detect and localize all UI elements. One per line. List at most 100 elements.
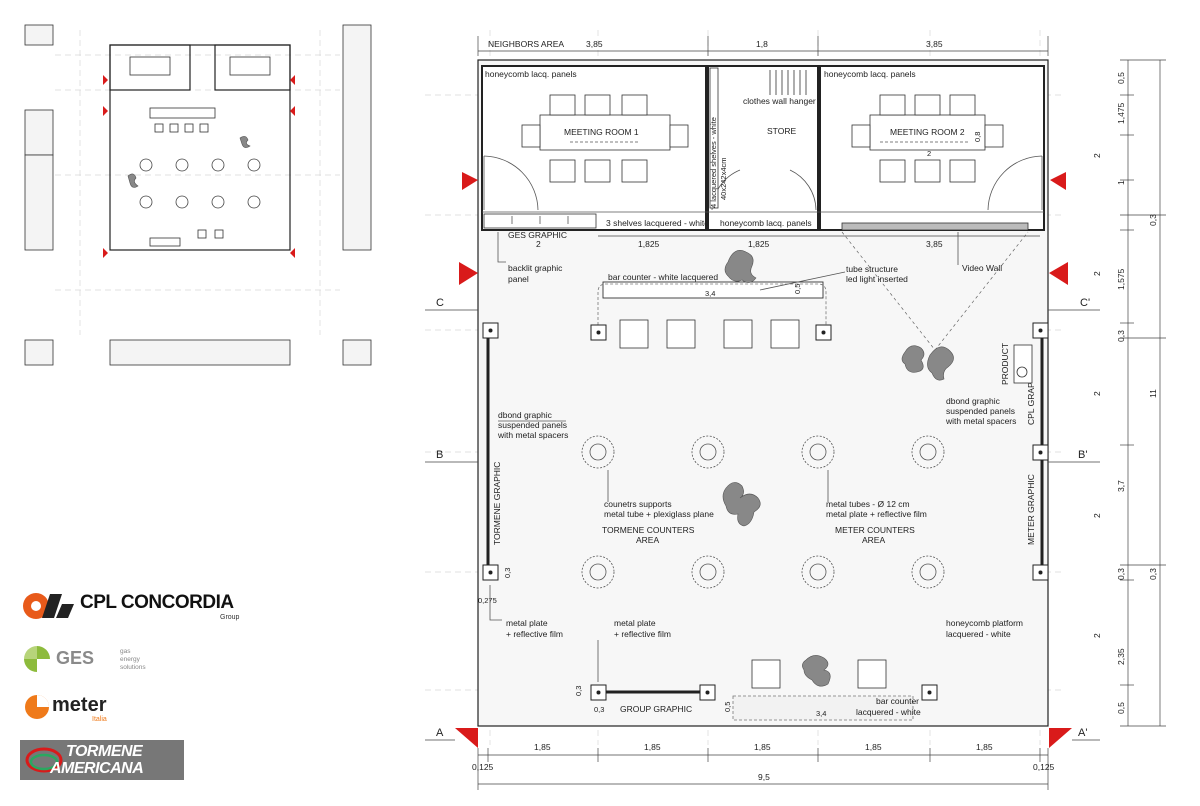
top-dim-right: 3,85 — [926, 39, 943, 49]
bottom-dim-3: 1,85 — [754, 742, 771, 752]
tormene-swirl-icon — [25, 747, 63, 773]
thumbnail-plan — [24, 24, 372, 366]
meter-graphic-label: METER GRAPHIC — [1026, 474, 1036, 545]
right-outer-dim-2: 11 — [1148, 389, 1158, 398]
sculpture-top — [724, 250, 757, 283]
right-dim-12: 2 — [1092, 633, 1102, 638]
post-dim-bottom-1: 0,3 — [594, 705, 604, 714]
row-dim-mid: 1,825 — [748, 239, 770, 249]
right-dim-8: 2 — [1092, 391, 1102, 396]
bar-counter-top-label: bar counter - white lacquered — [608, 272, 718, 282]
clothes-hanger-label: clothes wall hanger — [743, 96, 816, 106]
store-label: STORE — [767, 126, 796, 136]
right-dim-4: 1 — [1116, 180, 1126, 185]
neighbors-area-label: NEIGHBORS AREA — [488, 39, 564, 49]
tormene-graphic-label: TORMENE GRAPHIC — [492, 462, 502, 545]
right-dim-2: 1,475 — [1116, 102, 1126, 124]
bar-counter-bottom-1: bar counter — [876, 696, 919, 706]
bottom-dim-total: 9,5 — [758, 772, 770, 782]
honeycomb-platform-2: lacquered - white — [946, 629, 1011, 639]
counters-label-2: metal tube + plexiglass plane — [604, 509, 714, 519]
door-right — [987, 155, 1043, 211]
shelf-row: 3 shelves lacquered - white honeycomb la… — [483, 213, 1040, 249]
honeycomb-left-label: honeycomb lacq. panels — [485, 69, 577, 79]
bottom-area: GROUP GRAPHIC 0,3 0,3 3,4 0,5 bar counte… — [574, 655, 921, 721]
meter-logo-sub: Italia — [92, 716, 107, 723]
metal-tubes-label-1: metal tubes - Ø 12 cm — [826, 499, 910, 509]
sculpture-bottom — [802, 655, 831, 687]
metal-plate-mid-2: + reflective film — [614, 629, 671, 639]
counters — [581, 435, 945, 589]
post-dim: 0,3 — [503, 568, 512, 578]
bottom-dim-edge-left: 0,125 — [472, 762, 494, 772]
meeting-room-2-label: MEETING ROOM 2 — [890, 127, 965, 137]
bottom-dim-5: 1,85 — [976, 742, 993, 752]
ges-logo-text: GES — [56, 648, 95, 668]
section-a: A — [436, 727, 444, 739]
bottom-dimensions: 1,85 1,85 1,85 1,85 1,85 0,125 0,125 9,5 — [472, 742, 1055, 790]
meeting-room-1-label: MEETING ROOM 1 — [564, 127, 639, 137]
honeycomb-right-label: honeycomb lacq. panels — [824, 69, 916, 79]
product-display — [1013, 344, 1033, 384]
metal-plate-left-2: + reflective film — [506, 629, 563, 639]
dbond-left-2: suspended panels — [498, 420, 567, 430]
bar-counter-bottom-2: lacquered - white — [856, 707, 921, 717]
metal-tubes-label-2: metal plate + reflective film — [826, 509, 927, 519]
sculpture-right — [901, 345, 954, 381]
section-a-prime: A' — [1078, 727, 1087, 739]
dbond-left-1: dbond graphic — [498, 410, 553, 420]
cpl-concordia-logo: CPL CONCORDIA Group — [22, 588, 252, 624]
meter-logo: meter Italia — [22, 692, 142, 724]
meter-mark-icon — [25, 695, 49, 719]
meter-area-label-2: AREA — [862, 535, 885, 545]
tormene-logo-line2: AMERICANA — [50, 760, 144, 777]
stools-top — [619, 319, 800, 349]
dbond-right-2: suspended panels — [946, 406, 1015, 416]
three-shelves-label: 3 shelves lacquered - white — [606, 218, 709, 228]
post-offset-dim: 0,275 — [478, 596, 497, 605]
store-furniture: clothes wall hanger STORE 4 lacquered sh… — [709, 67, 816, 209]
metal-plate-mid-1: metal plate — [614, 618, 656, 628]
cpl-mark-icon — [23, 593, 74, 619]
group-graphic-label: GROUP GRAPHIC — [620, 704, 692, 714]
backlit-label-2: panel — [508, 274, 529, 284]
meter-area-label-1: METER COUNTERS — [835, 525, 915, 535]
right-dim-14: 0,5 — [1116, 702, 1126, 714]
cpl-logo-sub: Group — [220, 614, 240, 621]
tube-label-2: led light inserted — [846, 274, 908, 284]
bottom-dim-4: 1,85 — [865, 742, 882, 752]
right-dim-7: 0,3 — [1116, 330, 1126, 342]
right-dimensions: 0,5 1,475 2 1 2 1,575 0,3 2 3,7 2 0,3 2 … — [1092, 59, 1166, 727]
tormene-area-label-2: AREA — [636, 535, 659, 545]
meter-logo-text: meter — [52, 694, 107, 716]
dbond-right-1: dbond graphic — [946, 396, 1001, 406]
section-b: B — [436, 449, 443, 461]
ges-leaf-icon — [24, 646, 50, 672]
bar-dim-width: 0,5 — [793, 284, 802, 294]
metal-plate-left-1: metal plate — [506, 618, 548, 628]
ges-logo: GES gas energy solutions — [22, 644, 162, 678]
posts — [482, 322, 1049, 701]
meeting-room-1-furniture: MEETING ROOM 1 — [521, 94, 689, 183]
right-dim-6: 1,575 — [1116, 268, 1126, 290]
cpl-graphic-label: CPL GRAP — [1026, 382, 1036, 425]
right-dim-11: 0,3 — [1116, 568, 1126, 580]
right-dim-3: 2 — [1092, 153, 1102, 158]
backlit-label-1: backlit graphic — [508, 263, 563, 273]
sculpture-center — [722, 482, 761, 527]
post-dim-bottom-2: 0,3 — [574, 686, 583, 696]
dbond-left-3: with metal spacers — [497, 430, 568, 440]
row-dim-right: 3,85 — [926, 239, 943, 249]
video-wall — [841, 222, 1029, 231]
backlit-note: backlit graphic panel — [497, 232, 563, 284]
ges-graphic-number: 2 — [536, 239, 541, 249]
row-dim-left: 1,825 — [638, 239, 660, 249]
tormene-americana-logo: TORMENE AMERICANA — [20, 740, 184, 780]
tube-label-1: tube structure — [846, 264, 898, 274]
ges-graphic-label: GES GRAPHIC — [508, 230, 567, 240]
bar-counter-top: bar counter - white lacquered 3,4 0,5 tu… — [597, 232, 1002, 330]
section-c: C — [436, 297, 444, 309]
honeycomb-store-label: honeycomb lacq. panels — [720, 218, 812, 228]
product-label: PRODUCT — [1000, 343, 1010, 385]
section-markers: C C' B B' A A' — [425, 172, 1100, 748]
